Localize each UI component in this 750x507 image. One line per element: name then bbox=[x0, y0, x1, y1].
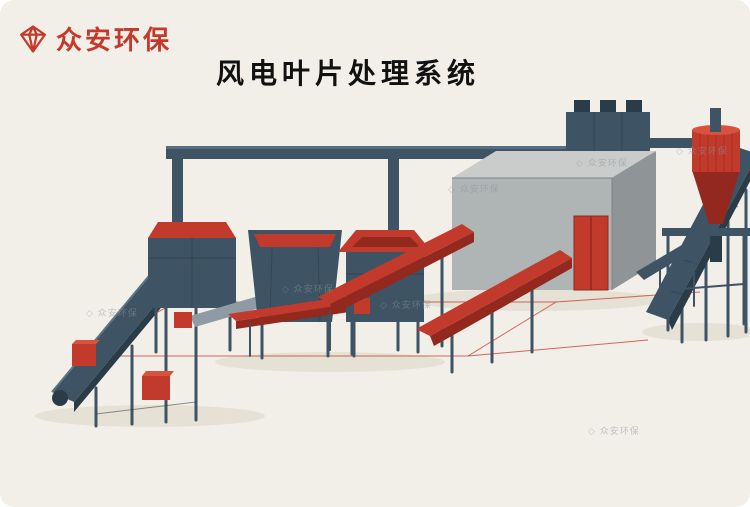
shredder-machine bbox=[148, 222, 281, 354]
control-cabinets bbox=[72, 340, 174, 400]
discharge-conveyor bbox=[636, 226, 722, 313]
watermark: ◇ 众安环保 bbox=[448, 183, 500, 195]
brand-name: 众安环保 bbox=[56, 26, 173, 56]
watermark: ◇ 众安环保 bbox=[676, 145, 728, 157]
watermark: ◇ 众安环保 bbox=[576, 157, 628, 169]
watermark: ◇ 众安环保 bbox=[380, 299, 432, 311]
page-title: 风电叶片处理系统 bbox=[216, 57, 481, 90]
sorting-building bbox=[452, 151, 656, 291]
watermarks: ◇ 众安环保 ◇ 众安环保 ◇ 众安环保 ◇ 众安环保 ◇ 众安环保 ◇ 众安环… bbox=[86, 145, 728, 437]
overhead-duct bbox=[166, 138, 702, 248]
brand-logo: 众安环保 bbox=[18, 20, 172, 57]
header: 众安环保 风电叶片处理系统 bbox=[0, 0, 750, 100]
brand-diamond-icon bbox=[20, 24, 46, 53]
incline-conveyor-a bbox=[318, 224, 474, 356]
watermark: ◇ 众安环保 bbox=[86, 307, 138, 319]
incline-conveyor-b bbox=[416, 250, 572, 374]
watermark: ◇ 众安环保 bbox=[282, 283, 334, 295]
transfer-conveyor bbox=[228, 296, 356, 357]
cyclone-separator bbox=[662, 108, 750, 332]
watermark: ◇ 众安环保 bbox=[588, 425, 640, 437]
